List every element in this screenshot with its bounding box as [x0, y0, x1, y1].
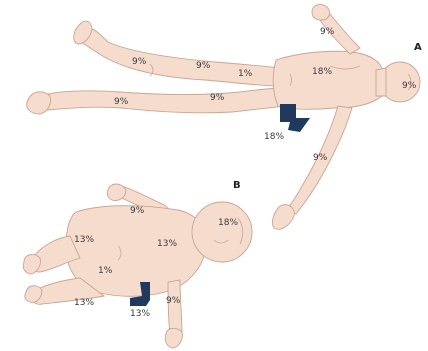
adult-lower-leg-lower-label: 9% — [114, 97, 129, 107]
adult-hand-lowered — [272, 205, 294, 230]
adult-trunk-front-label: 18% — [312, 67, 332, 77]
adult-neck — [376, 68, 386, 96]
panel-a-letter: A — [414, 42, 422, 53]
adult-foot-lower — [27, 92, 51, 114]
adult-left-arm-label: 9% — [320, 27, 335, 37]
adult-hand-raised — [312, 5, 330, 20]
adult-head-label: 9% — [402, 81, 417, 91]
adult-trunk — [273, 51, 382, 109]
adult-trunk-back-label: 18% — [264, 132, 284, 142]
adult-perineum-label: 1% — [238, 69, 253, 79]
child-right-leg-label: 13% — [74, 298, 94, 308]
child-trunk-back-label: 13% — [130, 309, 150, 319]
adult-figure — [27, 5, 420, 230]
adult-lower-leg-upper-label: 9% — [210, 93, 225, 103]
child-perineum-label: 1% — [98, 266, 113, 276]
panel-b-letter: B — [233, 180, 241, 191]
child-right-arm-label: 9% — [166, 296, 181, 306]
child-left-leg-label: 13% — [74, 235, 94, 245]
adult-right-arm-label: 9% — [313, 153, 328, 163]
child-head-label: 18% — [218, 218, 238, 228]
child-trunk-front-label: 13% — [157, 239, 177, 249]
adult-leg-lower — [35, 88, 286, 113]
adult-upper-leg-lower-label: 9% — [132, 57, 147, 67]
child-hand-lowered — [165, 328, 182, 348]
child-left-arm-label: 9% — [130, 206, 145, 216]
adult-upper-leg-upper-label: 9% — [196, 61, 211, 71]
